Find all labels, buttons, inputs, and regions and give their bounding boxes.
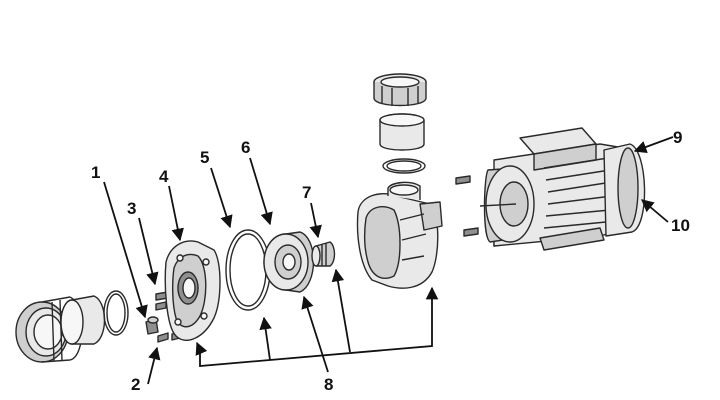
leader-2	[147, 346, 161, 385]
o-ring-left	[103, 290, 129, 336]
union-nut-top	[373, 73, 427, 107]
callout-10: 10	[671, 216, 690, 235]
leader-10	[641, 199, 669, 223]
callout-9: 9	[673, 128, 682, 147]
callout-labels: 1 2 3 4 5 6 7 8 9 10	[91, 128, 690, 394]
leader-1	[103, 181, 148, 319]
bracket-8-arrow-seal	[331, 268, 351, 353]
callout-5: 5	[200, 148, 209, 167]
tail-pipe-left	[60, 295, 106, 345]
leader-lines	[103, 136, 674, 385]
front-cover	[164, 240, 221, 341]
bracket-8	[199, 296, 433, 367]
callout-7: 7	[302, 183, 311, 202]
leader-4	[168, 185, 184, 242]
bracket-8-arrow-oring	[259, 316, 272, 361]
callout-3: 3	[127, 199, 136, 218]
leader-3	[138, 217, 159, 286]
motor	[479, 127, 637, 251]
callout-1: 1	[91, 163, 100, 182]
callout-4: 4	[159, 167, 169, 186]
mechanical-seal	[311, 241, 336, 267]
leader-5	[210, 167, 233, 229]
bracket-8-arrow-left	[195, 341, 208, 356]
leader-6	[249, 157, 273, 226]
leader-8	[301, 295, 329, 373]
o-ring-top	[382, 158, 426, 174]
pump-housing	[356, 181, 443, 289]
callout-6: 6	[241, 138, 250, 157]
callout-8: 8	[324, 375, 333, 394]
drain-plug	[145, 316, 159, 335]
impeller	[263, 231, 315, 293]
tail-pipe-top	[379, 113, 425, 151]
leader-7	[309, 202, 322, 239]
callout-2: 2	[131, 375, 140, 394]
leader-9	[633, 136, 674, 153]
fan-cover	[603, 143, 646, 237]
o-ring-seal	[225, 229, 271, 311]
